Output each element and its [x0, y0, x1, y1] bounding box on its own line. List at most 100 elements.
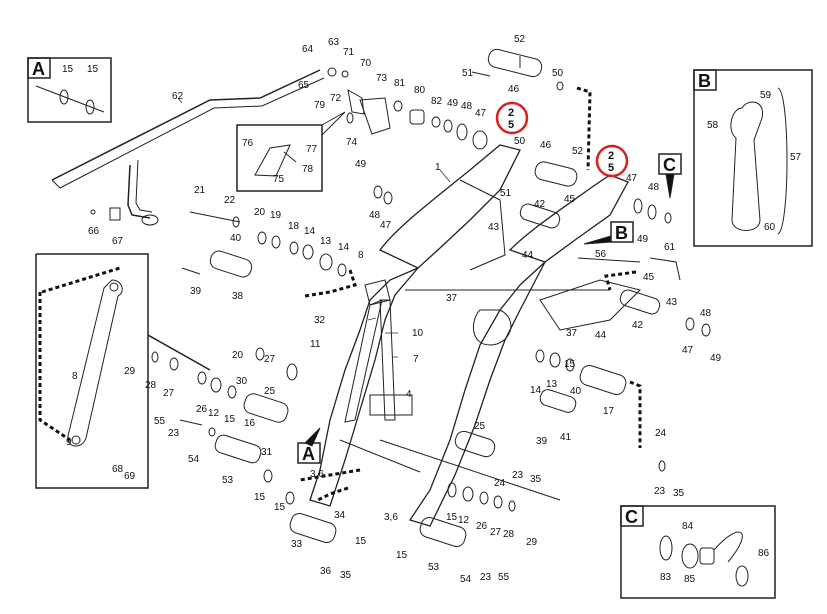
callout-27b: 27 [264, 354, 276, 365]
callout-67: 67 [112, 236, 124, 247]
callout-31: 31 [261, 447, 273, 458]
callout-83: 83 [660, 572, 672, 583]
callout-8a: 8 [358, 250, 364, 261]
marker-letter-a: A [302, 444, 315, 464]
callout-14c: 14 [530, 385, 542, 396]
callout-41: 41 [560, 432, 572, 443]
callout-34: 34 [334, 510, 346, 521]
inset-c-tag [620, 505, 644, 527]
callout-79: 79 [314, 100, 326, 111]
callout-35c: 35 [340, 570, 352, 581]
callout-23c: 23 [654, 486, 666, 497]
callout-23d: 23 [480, 572, 492, 583]
callout-47d: 47 [682, 345, 694, 356]
dashed-leaders [38, 86, 642, 502]
callout-86: 86 [758, 548, 770, 559]
callout-80: 80 [414, 85, 426, 96]
marker-b [610, 221, 634, 243]
callout-84: 84 [682, 521, 694, 532]
callout-49a: 49 [447, 98, 459, 109]
callout-75: 75 [273, 174, 285, 185]
callout-74: 74 [346, 137, 358, 148]
callout-54b: 54 [460, 574, 472, 585]
callout-45a: 45 [564, 194, 576, 205]
callout-50b: 50 [514, 136, 526, 147]
callout-29a: 29 [124, 366, 136, 377]
callout-48d: 48 [700, 308, 712, 319]
callout-28b: 28 [503, 529, 515, 540]
callout-27a: 27 [163, 388, 175, 399]
callout-35b: 35 [673, 488, 685, 499]
callout-10: 10 [412, 328, 424, 339]
callout-36a: 3,6 [310, 469, 324, 480]
callout-19: 19 [270, 210, 282, 221]
callout-49b: 49 [355, 159, 367, 170]
highlighted-callouts: 2 5 2 5 [508, 107, 614, 174]
callout-18: 18 [288, 221, 300, 232]
callout-14a: 14 [304, 226, 316, 237]
callout-37a: 37 [446, 293, 458, 304]
callout-4: 4 [406, 389, 412, 400]
callout-24a: 24 [655, 428, 667, 439]
callout-20a: 20 [254, 207, 266, 218]
callout-78: 78 [302, 164, 314, 175]
callout-56: 56 [595, 249, 607, 260]
callout-59: 59 [760, 90, 772, 101]
callout-15d: 15 [254, 492, 266, 503]
callout-21: 21 [194, 185, 206, 196]
inset-b-tag [693, 69, 717, 91]
callout-52b: 52 [572, 146, 584, 157]
callout-36: 36 [320, 566, 332, 577]
callout-9: 9 [66, 437, 72, 448]
callout-42b: 42 [632, 320, 644, 331]
callout-47a: 47 [475, 108, 487, 119]
inset-letter-a: A [32, 59, 45, 79]
callout-37b: 37 [566, 328, 578, 339]
highlight-circle-1 [495, 101, 529, 135]
callout-30: 30 [236, 376, 248, 387]
inset-a-tag [27, 57, 51, 79]
inset-b-frame [693, 69, 813, 247]
callout-81: 81 [394, 78, 406, 89]
callout-61: 61 [664, 242, 676, 253]
inset-a-frame [27, 57, 112, 123]
callout-24b: 24 [494, 478, 506, 489]
callout-23b: 23 [512, 470, 524, 481]
callout-60: 60 [764, 222, 776, 233]
callout-48c: 48 [648, 182, 660, 193]
callout-23a: 23 [168, 428, 180, 439]
callout-55b: 55 [498, 572, 510, 583]
callout-25a: 25 [264, 386, 276, 397]
callout-1: 1 [435, 162, 441, 173]
callout-15h: 15 [355, 536, 367, 547]
callout-7: 7 [413, 354, 419, 365]
callout-47b: 47 [380, 220, 392, 231]
callout-20b: 20 [232, 350, 244, 361]
highlight-1-bottom: 5 [508, 119, 514, 131]
callout-25b: 25 [474, 421, 486, 432]
callout-33: 33 [291, 539, 303, 550]
callout-48a: 48 [461, 101, 473, 112]
callout-43a: 43 [488, 222, 500, 233]
callout-49c: 49 [637, 234, 649, 245]
callout-77: 77 [306, 144, 318, 155]
marker-letter-b: B [615, 223, 628, 243]
callout-62: 62 [172, 91, 184, 102]
marker-letter-c: C [663, 155, 676, 175]
highlight-1-top: 2 [508, 107, 514, 119]
callout-76: 76 [242, 138, 254, 149]
callout-35a: 35 [530, 474, 542, 485]
callout-36b: 3,6 [384, 512, 398, 523]
callout-28a: 28 [145, 380, 157, 391]
callout-82: 82 [431, 96, 443, 107]
callout-15c: 15 [224, 414, 236, 425]
callout-85: 85 [684, 574, 696, 585]
boom-left [379, 144, 521, 269]
callout-52a: 52 [514, 34, 526, 45]
callout-58: 58 [707, 120, 719, 131]
callout-40b: 40 [570, 386, 582, 397]
callout-38: 38 [232, 291, 244, 302]
callout-39b: 39 [536, 436, 548, 447]
inset-c-frame [620, 505, 776, 599]
